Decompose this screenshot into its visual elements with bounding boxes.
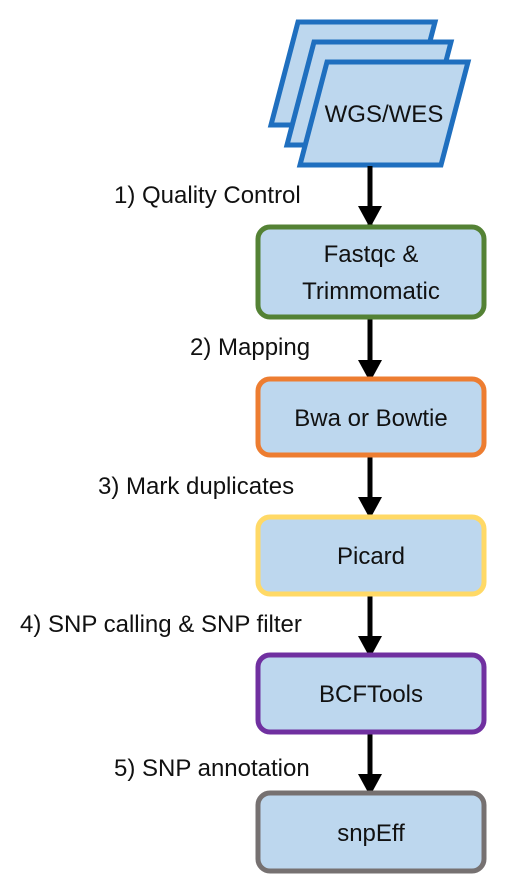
arrowhead-2 xyxy=(358,360,382,382)
input-label: WGS/WES xyxy=(325,101,444,128)
tool-box-bcftools: BCFTools xyxy=(255,652,487,735)
input-data-stack: WGS/WES xyxy=(267,19,472,168)
tool-box-2-line-1: Bwa or Bowtie xyxy=(294,405,447,432)
input-sheet-front xyxy=(296,59,472,168)
tool-box-1 xyxy=(255,224,487,320)
arrowhead-1 xyxy=(358,206,382,228)
arrows xyxy=(358,166,382,796)
step-label-3: 3) Mark duplicates xyxy=(98,473,294,500)
tool-box-bwa: Bwa or Bowtie xyxy=(255,376,487,458)
tool-box-1-line-1: Fastqc & xyxy=(324,241,419,268)
arrowhead-5 xyxy=(358,774,382,796)
tool-box-picard: Picard xyxy=(255,514,487,597)
tool-box-4-line-1: BCFTools xyxy=(319,681,423,708)
tool-box-2 xyxy=(255,376,487,458)
tool-box-3 xyxy=(255,514,487,597)
step-label-5: 5) SNP annotation xyxy=(114,755,310,782)
tool-box-5-line-1: snpEff xyxy=(337,820,405,847)
tool-box-1-line-2: Trimmomatic xyxy=(302,278,440,305)
step-label-2: 2) Mapping xyxy=(190,334,310,361)
step-label-1: 1) Quality Control xyxy=(114,182,301,209)
tool-box-snpeff: snpEff xyxy=(255,790,487,874)
tool-box-3-line-1: Picard xyxy=(337,543,405,570)
arrowhead-3 xyxy=(358,497,382,519)
tool-box-fastqc: Fastqc & Trimmomatic xyxy=(255,224,487,320)
arrowhead-4 xyxy=(358,636,382,658)
step-label-4: 4) SNP calling & SNP filter xyxy=(20,611,302,638)
tool-box-5 xyxy=(255,790,487,874)
tool-box-4 xyxy=(255,652,487,735)
